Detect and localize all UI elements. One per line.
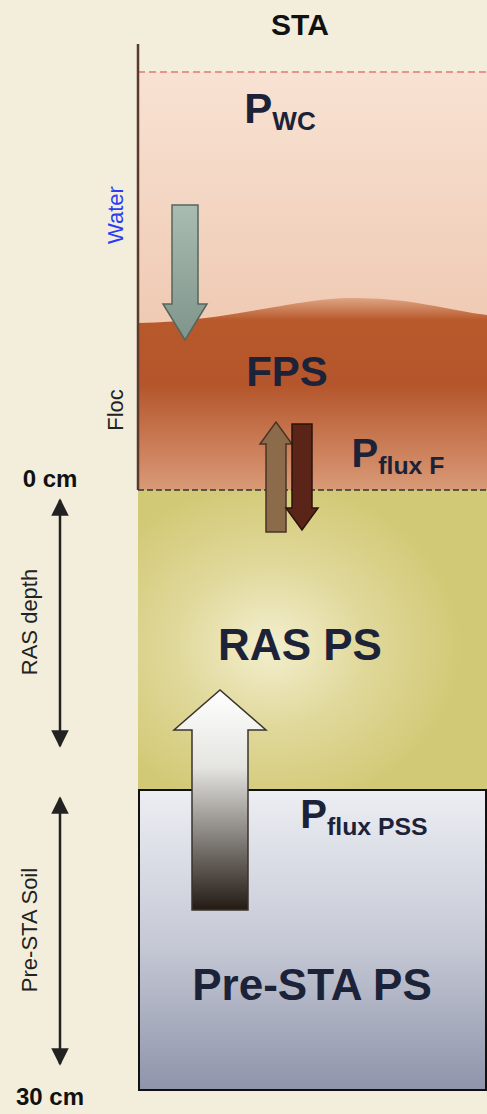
dimension-label: RAS depth [18, 569, 42, 675]
pool-label: FPS [246, 349, 328, 395]
depth-dimension [59, 500, 62, 746]
flux-label: Pflux F [352, 431, 445, 479]
pre-sta-soil-band: Pflux PSS Pre-STA PS [138, 790, 486, 1090]
pool-label: Pre-STA PS [192, 961, 432, 1009]
pre-sta-fill [139, 790, 486, 1090]
depth-mark: 0 cm [23, 466, 78, 492]
layer-boundary [138, 789, 487, 791]
depth-dimension [59, 798, 62, 1064]
pool-label: RAS PS [218, 621, 382, 669]
layer-name: Floc [104, 389, 128, 431]
flux-label: Pflux PSS [300, 792, 427, 840]
flux-arrow [286, 424, 318, 530]
depth-mark: 30 cm [16, 1084, 84, 1110]
water-band: PWC [138, 72, 487, 320]
diagram-title: STA [271, 8, 329, 41]
floc-band: FPS Pflux F [138, 320, 487, 490]
water-surface [138, 71, 487, 73]
upward-flux-arrow [174, 690, 266, 910]
settling-arrow [163, 205, 207, 340]
ras-fill [138, 490, 487, 790]
flux-arrow [260, 422, 292, 532]
pool-label: PWC [244, 86, 315, 134]
layer-name: Water [104, 186, 128, 244]
column-wall [137, 44, 140, 490]
dimension-label: Pre-STA Soil [18, 868, 42, 992]
ras-soil-band: RAS PS [138, 490, 487, 790]
